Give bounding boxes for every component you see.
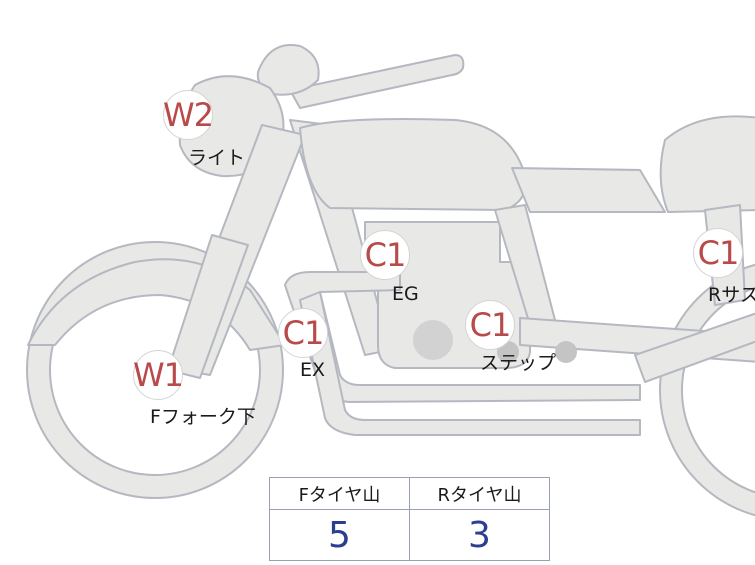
marker-front-fork-code[interactable]: W1: [133, 350, 184, 400]
front-tire-header: Fタイヤ山: [269, 477, 410, 510]
marker-engine-code[interactable]: C1: [360, 230, 410, 280]
marker-light-code[interactable]: W2: [163, 90, 214, 140]
exhaust-pipe-lower: [299, 291, 641, 436]
marker-step-code[interactable]: C1: [465, 300, 515, 350]
marker-rear-suspension-label: Rサス: [708, 284, 755, 306]
step-peg-right: [555, 341, 577, 363]
engine-cover: [413, 320, 453, 360]
marker-exhaust-label: EX: [300, 359, 326, 381]
front-tire-value: 5: [269, 509, 410, 561]
fuel-tank: [299, 118, 527, 211]
marker-rear-suspension-code[interactable]: C1: [693, 228, 743, 278]
marker-engine-label: EG: [392, 283, 419, 305]
marker-front-fork-label: Fフォーク下: [150, 406, 256, 428]
marker-step-label: ステップ: [480, 352, 557, 374]
marker-light-label: ライト: [188, 147, 246, 169]
rear-cowl: [659, 115, 755, 213]
rear-tire-value: 3: [409, 509, 550, 561]
seat: [511, 167, 666, 213]
chain-guard: [634, 312, 755, 383]
tire-tread-table: Fタイヤ山 Rタイヤ山 5 3: [269, 477, 550, 561]
handlebar: [289, 54, 465, 109]
rear-tire-header: Rタイヤ山: [409, 477, 550, 510]
fork-lower: [167, 234, 249, 379]
marker-exhaust-code[interactable]: C1: [278, 308, 328, 358]
